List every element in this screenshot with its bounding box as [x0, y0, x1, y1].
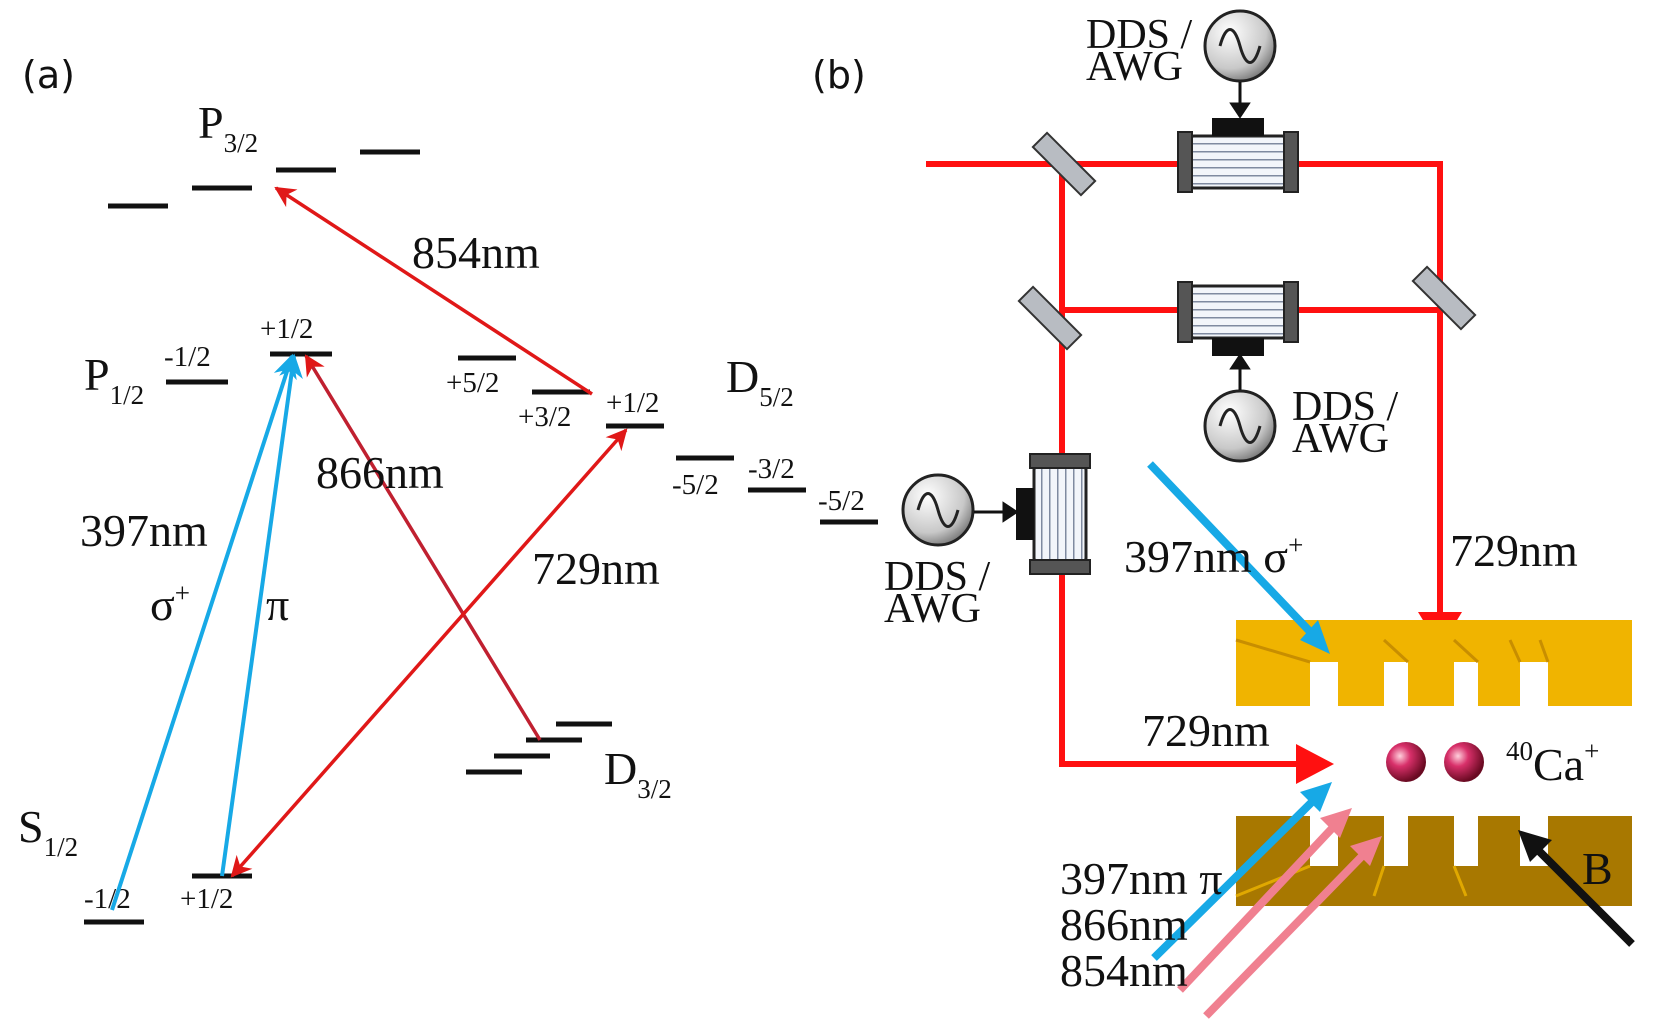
- label-866nm: 866nm: [316, 447, 444, 498]
- ion-label: 40Ca+: [1506, 736, 1599, 790]
- beam-866-arrowhead: [1320, 808, 1352, 838]
- dds-label-middle: DDS /AWG: [1292, 384, 1399, 462]
- label-sigma-plus: σ+: [150, 578, 190, 630]
- label-854nm: 854nm: [412, 227, 540, 278]
- bottom-beam-label-397-pi: 397nm π: [1060, 853, 1223, 904]
- dds-connectors: [974, 82, 1251, 523]
- magnetic-field-arrowhead: [1518, 830, 1552, 862]
- arrow-866nm: [304, 354, 542, 741]
- p12-m-plus-half: +1/2: [260, 313, 313, 345]
- beam-397-pi-arrowhead: [1300, 782, 1332, 812]
- beam-729-left-label: 729nm: [1142, 705, 1270, 756]
- label-397nm: 397nm: [80, 505, 208, 556]
- d52-m-plus-3-2: +3/2: [518, 401, 571, 433]
- d52-m-plus-5-2: +5/2: [446, 367, 499, 399]
- arrow-854nm: [274, 186, 593, 396]
- ion-1: [1386, 742, 1426, 782]
- dds-source-top-icon: [1203, 9, 1277, 83]
- d52-m-plus-1-2: +1/2: [606, 387, 659, 419]
- beam-397-sigma-label: 397nm σ+: [1124, 530, 1303, 582]
- dds-source-middle-icon: [1203, 389, 1277, 463]
- dds-source-left-icon: [901, 473, 975, 547]
- aom-middle: [1176, 280, 1300, 356]
- label-729nm: 729nm: [532, 543, 660, 594]
- label-pi: π: [266, 579, 289, 630]
- s12-m-minus-half: -1/2: [84, 883, 131, 915]
- dds-label-top: DDS /AWG: [1086, 12, 1193, 90]
- dds-label-left: DDS /AWG: [884, 554, 991, 632]
- arrow-397-pi: [220, 353, 303, 877]
- beam-729-right-label: 729nm: [1450, 525, 1578, 576]
- aom-top: [1176, 118, 1300, 194]
- s12-m-plus-half: +1/2: [180, 883, 233, 915]
- d52-sublevels: [458, 355, 878, 525]
- p32-label: P3/2: [198, 97, 258, 158]
- trap-electrodes-bottom: [1235, 816, 1632, 906]
- beam-397-sigma-arrowhead: [1300, 620, 1330, 654]
- beam-397-sigma-arrow: [1147, 461, 1321, 643]
- aom-left: [1016, 452, 1092, 576]
- arrow-729nm: [230, 428, 628, 878]
- bottom-beam-label-866: 866nm: [1060, 899, 1188, 950]
- beam-866-arrow: [1177, 819, 1341, 993]
- ion-2: [1444, 742, 1484, 782]
- magnetic-field-arrow: [1527, 839, 1635, 947]
- p12-label: P1/2: [84, 349, 144, 410]
- s12-label: S1/2: [18, 801, 78, 862]
- arrow-397-sigma: [110, 353, 297, 911]
- d32-sublevels: [466, 721, 612, 775]
- magnetic-field-label: B: [1582, 843, 1613, 894]
- d52-m-minus-3-2: -3/2: [748, 453, 795, 485]
- d52-label: D5/2: [726, 351, 794, 412]
- p12-m-minus-half: -1/2: [164, 341, 211, 373]
- mirrors: [1017, 131, 1477, 351]
- d52-m-minus-5-2-b: -5/2: [818, 485, 865, 517]
- beam-854-arrowhead: [1350, 836, 1382, 866]
- trap-electrodes-top: [1235, 620, 1632, 706]
- beam-854-arrow: [1203, 847, 1371, 1019]
- bottom-beam-label-854: 854nm: [1060, 945, 1188, 996]
- panel-label-b: (b): [812, 53, 866, 97]
- d32-label: D3/2: [604, 743, 672, 804]
- d52-m-minus-5-2-a: -5/2: [672, 469, 719, 501]
- panel-label-a: (a): [22, 53, 75, 97]
- p32-sublevels: [108, 149, 420, 209]
- beam-397-pi-arrow: [1151, 793, 1321, 961]
- arrowhead-729-right: [1296, 744, 1334, 784]
